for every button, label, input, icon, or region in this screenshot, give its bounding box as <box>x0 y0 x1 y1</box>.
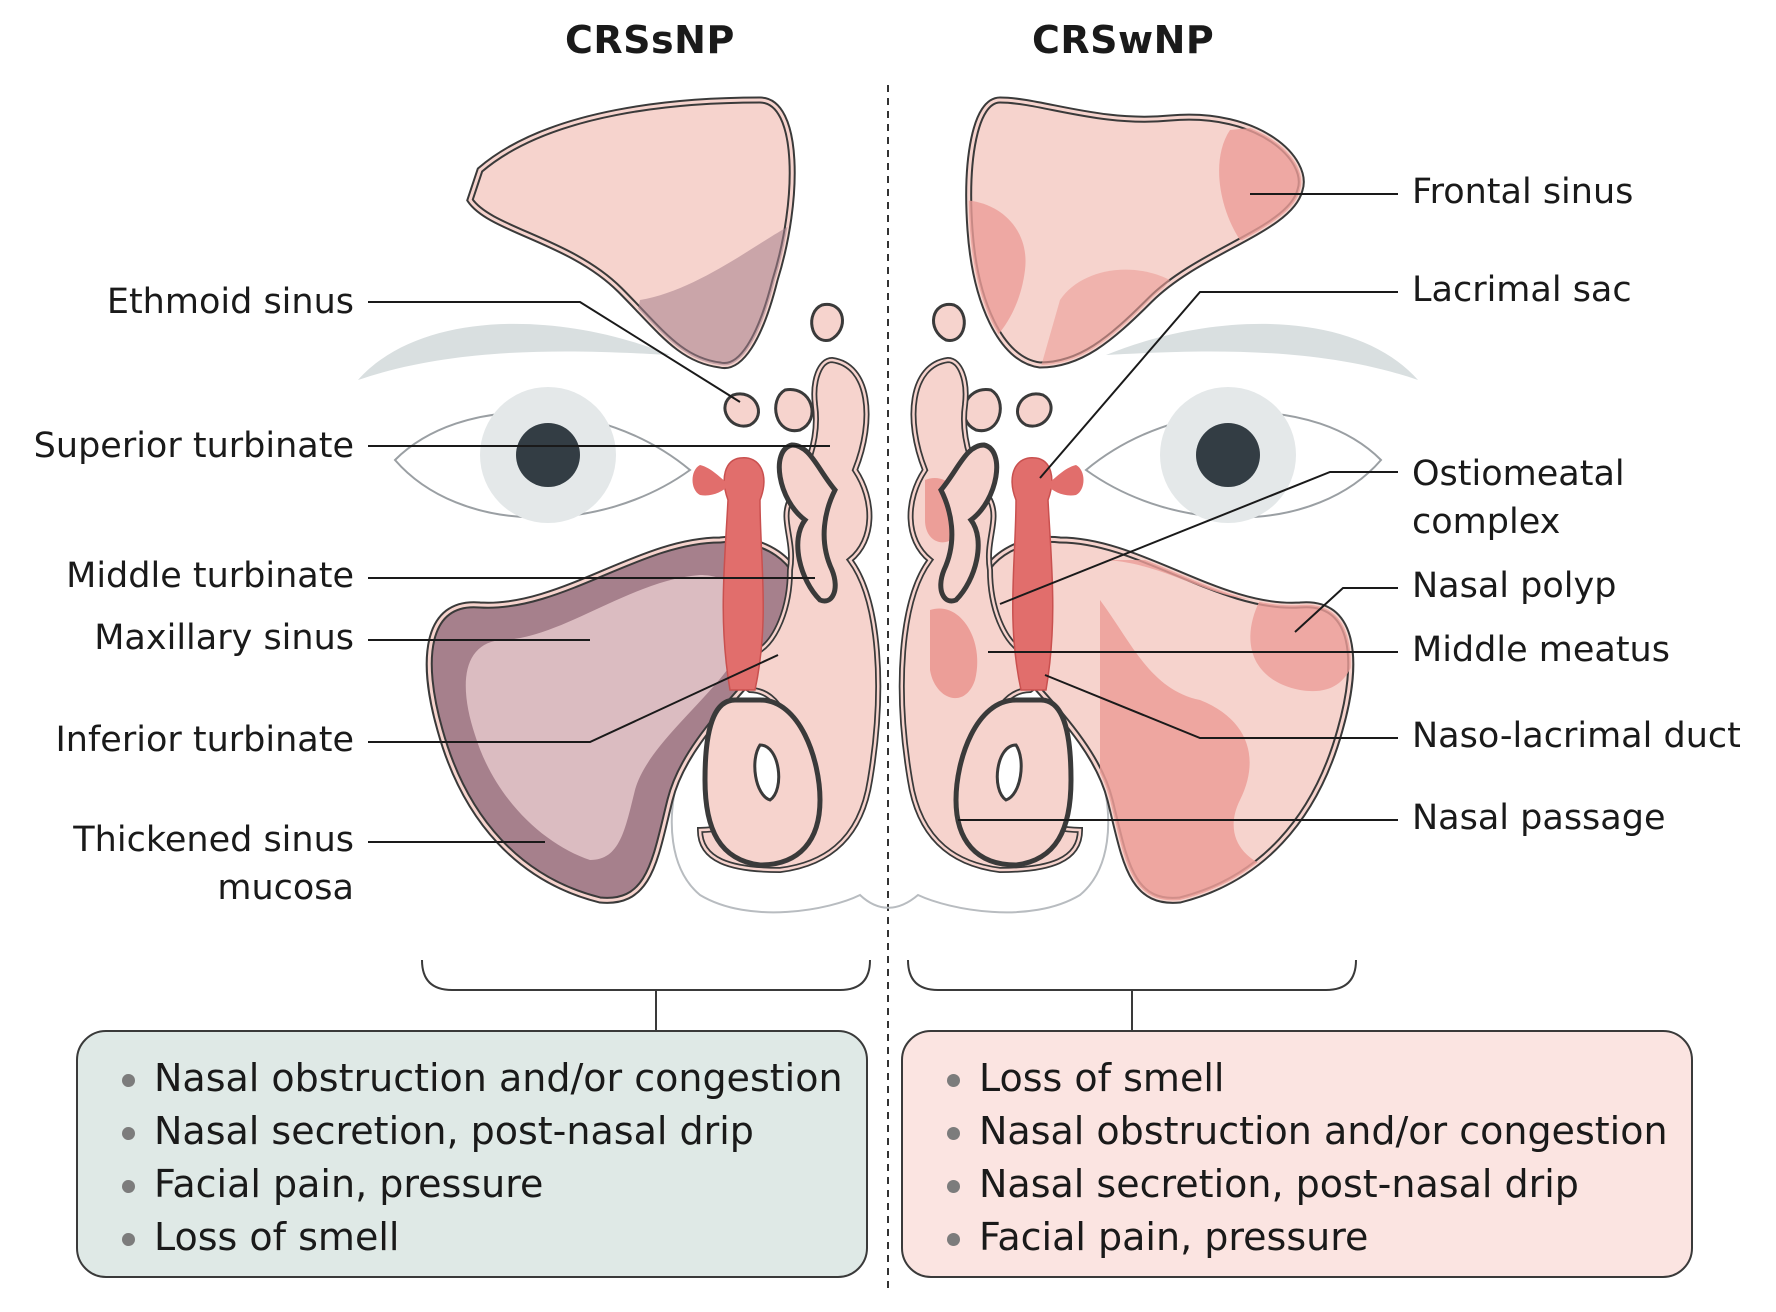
left-bracket <box>421 959 871 1032</box>
label-middle-meatus: Middle meatus <box>1412 630 1670 670</box>
right-ethmoid-cells <box>932 303 1053 433</box>
label-middle-turbinate: Middle turbinate <box>66 556 354 596</box>
label-maxillary-sinus: Maxillary sinus <box>94 618 354 658</box>
right-nasal-cavity <box>898 356 1084 874</box>
label-nasal-passage: Nasal passage <box>1412 798 1666 838</box>
nose-outline <box>670 769 1110 914</box>
symptom-item: Nasal obstruction and/or congestion <box>118 1052 846 1105</box>
leader-polyp <box>1294 587 1398 633</box>
label-ostiomeatal-complex: Ostiomeatal complex <box>1412 454 1625 542</box>
symptom-item: Facial pain, pressure <box>118 1158 846 1211</box>
left-maxillary-sinus <box>425 535 804 904</box>
crswnp-symptoms-box: Loss of smell Nasal obstruction and/or c… <box>901 1030 1693 1278</box>
leader-ostiomeatal <box>999 471 1398 605</box>
right-bracket <box>907 959 1357 1032</box>
left-eyebrow <box>358 323 670 380</box>
left-nasolacrimal-duct <box>692 457 765 691</box>
symptom-item: Nasal secretion, post-nasal drip <box>943 1158 1671 1211</box>
left-pupil <box>516 423 580 487</box>
label-thickened-sinus-mucosa: Thickened sinus mucosa <box>73 820 354 908</box>
symptom-item: Loss of smell <box>943 1052 1671 1105</box>
heading-crswnp: CRSwNP <box>1032 18 1215 62</box>
left-ethmoid-cells <box>723 303 844 433</box>
heading-crssnp: CRSsNP <box>565 18 735 62</box>
symptom-item: Facial pain, pressure <box>943 1211 1671 1264</box>
left-nasal-cavity <box>696 356 882 874</box>
label-frontal-sinus: Frontal sinus <box>1412 172 1634 212</box>
label-ethmoid-sinus: Ethmoid sinus <box>106 282 354 322</box>
crssnp-symptom-list: Nasal obstruction and/or congestion Nasa… <box>118 1052 846 1264</box>
crswnp-symptom-list: Loss of smell Nasal obstruction and/or c… <box>943 1052 1671 1264</box>
leader-inferior <box>368 654 779 743</box>
symptom-item: Nasal obstruction and/or congestion <box>943 1105 1671 1158</box>
label-lacrimal-sac: Lacrimal sac <box>1412 270 1632 310</box>
symptom-item: Loss of smell <box>118 1211 846 1264</box>
label-superior-turbinate: Superior turbinate <box>33 426 354 466</box>
right-nasolacrimal-duct <box>1011 457 1084 691</box>
left-frontal-sinus <box>466 96 796 369</box>
leader-ethmoid <box>368 301 741 403</box>
leader-lacrimal <box>1039 291 1398 479</box>
right-pupil <box>1196 423 1260 487</box>
right-eyebrow <box>1106 323 1418 380</box>
symptom-item: Nasal secretion, post-nasal drip <box>118 1105 846 1158</box>
label-inferior-turbinate: Inferior turbinate <box>55 720 354 760</box>
label-nasal-polyp: Nasal polyp <box>1412 566 1617 606</box>
label-naso-lacrimal-duct: Naso-lacrimal duct <box>1412 716 1741 756</box>
crssnp-symptoms-box: Nasal obstruction and/or congestion Nasa… <box>76 1030 868 1278</box>
leader-duct <box>1044 674 1398 739</box>
